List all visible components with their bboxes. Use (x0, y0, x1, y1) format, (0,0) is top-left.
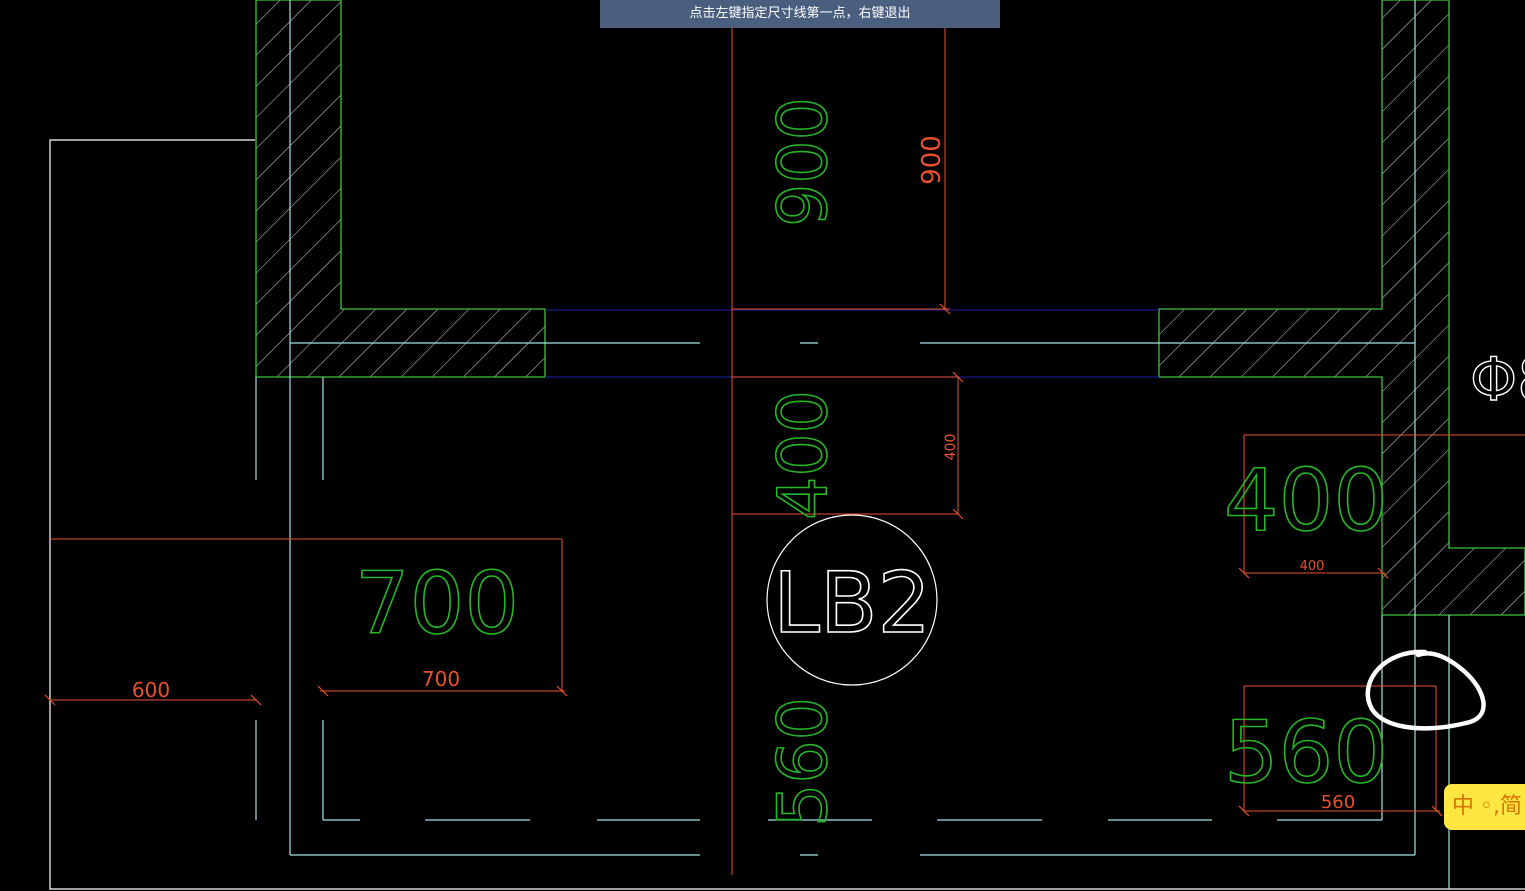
dim-560-mid-green: 560 (764, 697, 843, 827)
rebar-lines (255, 0, 1450, 889)
dim-400-mid-green: 400 (764, 390, 843, 520)
command-prompt-bar: 点击左键指定尺寸线第一点，右键退出 (600, 0, 1000, 28)
dim-400-right-red: 400 (1300, 559, 1325, 574)
ime-chinese-mode-label[interactable]: 中 (1452, 794, 1475, 819)
slab-label: LB2 (773, 554, 931, 652)
dim-400-right-green: 400 (1224, 451, 1388, 551)
ime-status-indicator[interactable]: 中◦,简 (1444, 784, 1525, 830)
dim-700-green: 700 (355, 554, 519, 654)
dimension-ticks (44, 303, 1443, 817)
dim-700-red: 700 (422, 667, 460, 691)
dim-600-red: 600 (132, 678, 170, 702)
dim-900-green: 900 (764, 97, 843, 227)
dim-560-right-red: 560 (1321, 792, 1355, 813)
hand-drawn-circle (1365, 649, 1486, 731)
dim-560-right-green: 560 (1224, 703, 1388, 803)
white-outline (49, 139, 1525, 890)
dim-400-mid-red: 400 (943, 434, 959, 461)
ime-status-text[interactable]: ◦,简 (1480, 794, 1522, 819)
dim-900-red: 900 (917, 135, 947, 185)
rebar-mark: Φ8 (1470, 345, 1525, 415)
dimension-lines (50, 28, 1525, 875)
